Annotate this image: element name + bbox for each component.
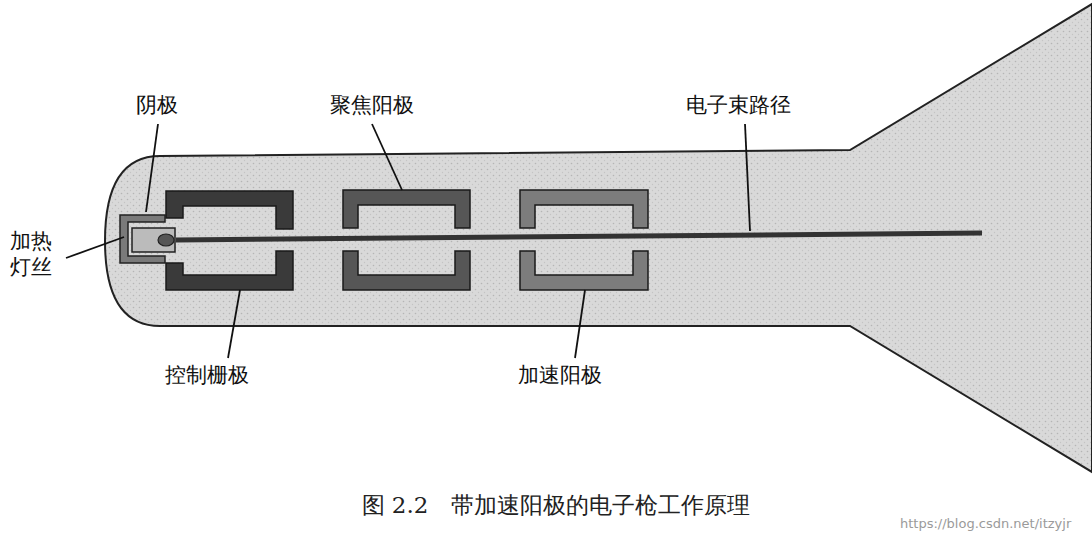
accelerating-anode (520, 190, 648, 290)
part-label: 电子束路径 (686, 92, 791, 118)
electron-beam (176, 233, 982, 240)
watermark: https://blog.csdn.net/itzyjr (900, 516, 1071, 531)
part-label: 加热 灯丝 (10, 228, 58, 281)
part-label: 控制栅极 (165, 362, 249, 388)
figure-caption: 图 2.2 带加速阳极的电子枪工作原理 (362, 490, 751, 521)
part-label: 聚焦阳极 (330, 92, 414, 118)
part-label: 加速阳极 (518, 362, 602, 388)
cathode (120, 215, 175, 263)
leader-lines (66, 124, 750, 358)
part-label: 阴极 (136, 92, 178, 118)
tube-glass (105, 4, 1092, 472)
